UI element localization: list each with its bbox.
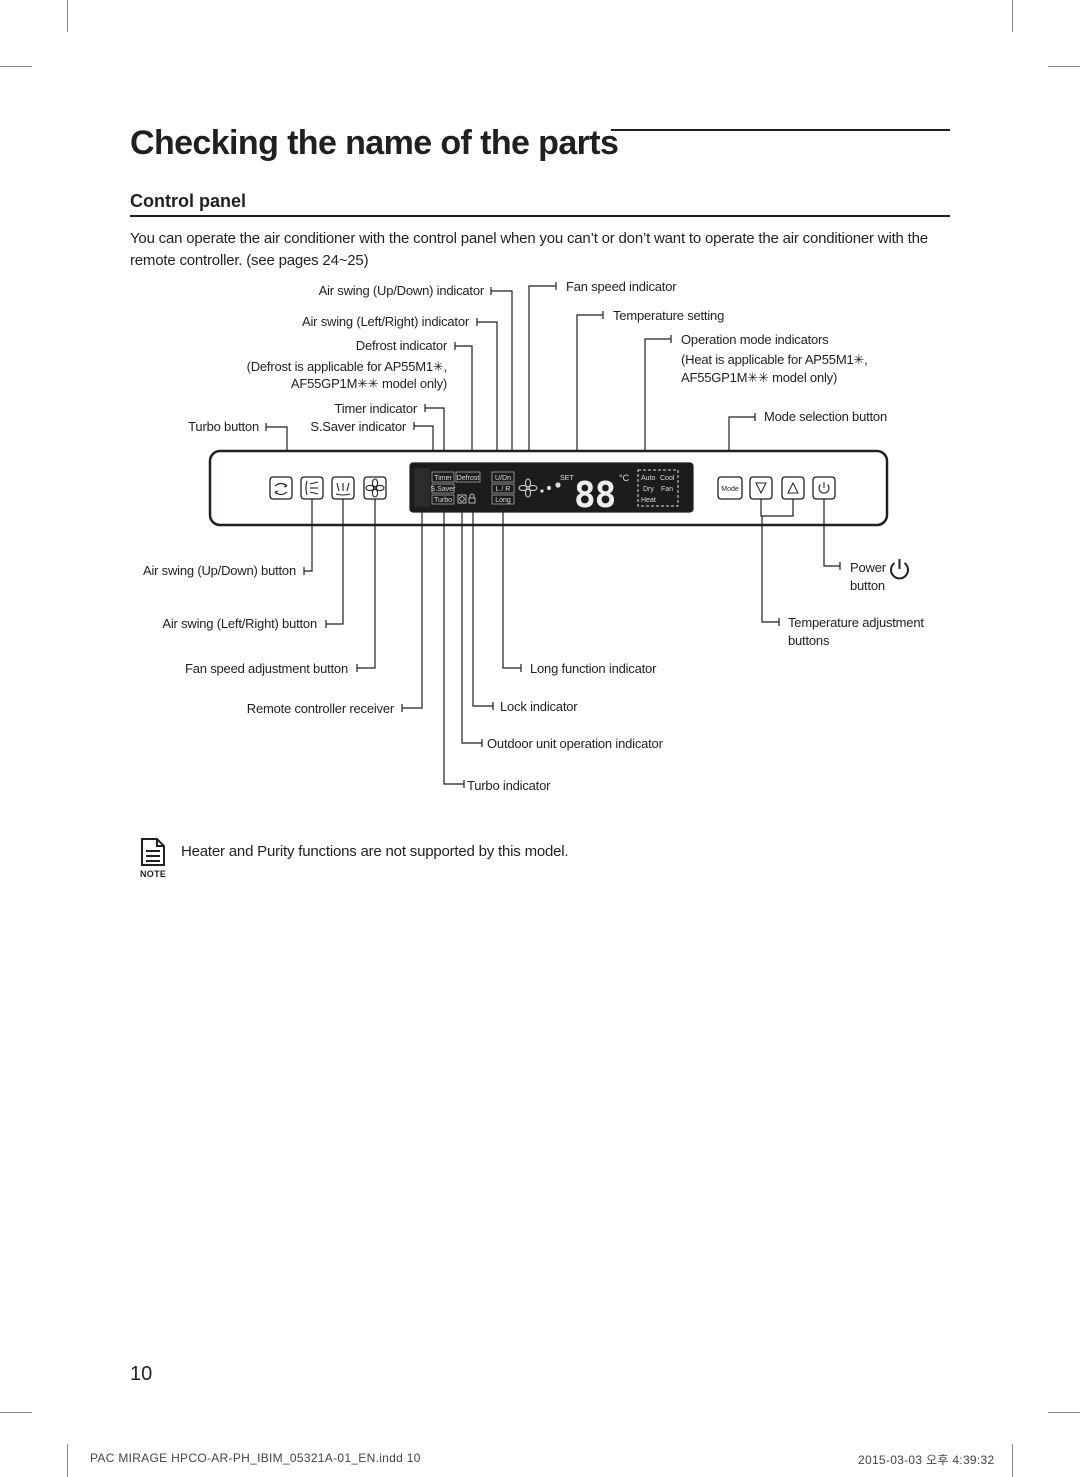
fan-speed-button[interactable] [363, 476, 387, 500]
label-heat-note: AF55GP1M✳✳ model only) [681, 370, 837, 385]
air-swing-ud-indicator: U/Dn [495, 475, 511, 482]
mode-indicator-box [637, 469, 679, 507]
display-indicators: Timer Defrost S.Saver Turbo U/Dn L / R L… [431, 469, 679, 516]
air-swing-lr-indicator: L / R [496, 486, 511, 493]
timer-indicator: Timer [434, 475, 452, 482]
label-operation-mode-indicators: Operation mode indicators [681, 332, 829, 347]
temperature-unit: °C [619, 473, 630, 483]
label-defrost-indicator: Defrost indicator [356, 338, 448, 353]
remote-receiver-window [414, 468, 430, 507]
temp-up-button[interactable] [781, 476, 805, 500]
air-swing-updown-button[interactable] [300, 476, 324, 500]
label-air-swing-ud-indicator: Air swing (Up/Down) indicator [319, 283, 485, 298]
fan-speed-dots [540, 482, 561, 493]
label-outdoor-unit-indicator: Outdoor unit operation indicator [487, 736, 664, 751]
long-indicator-box [491, 494, 515, 505]
leader-lines-bottom [303, 499, 841, 788]
mode-button[interactable]: Mode [717, 476, 743, 500]
crop-mark [1012, 1444, 1013, 1477]
power-icon [890, 559, 909, 580]
display-window [409, 462, 694, 513]
crop-mark [0, 66, 32, 67]
mode-fan-indicator: Fan [661, 486, 673, 493]
label-turbo-button: Turbo button [188, 419, 259, 434]
label-long-function-indicator: Long function indicator [530, 661, 657, 676]
label-timer-indicator: Timer indicator [335, 401, 418, 416]
label-temp-adjust-buttons: Temperature adjustment [788, 615, 924, 630]
intro-paragraph: You can operate the air conditioner with… [130, 230, 928, 269]
timer-indicator-box [431, 471, 455, 483]
crop-mark [1048, 1412, 1080, 1413]
label-fan-speed-indicator: Fan speed indicator [566, 279, 677, 294]
outdoor-unit-icon [457, 494, 467, 504]
label-turbo-indicator: Turbo indicator [467, 778, 551, 793]
label-power-button: button [850, 578, 885, 593]
title-rule [611, 129, 950, 131]
mode-dry-indicator: Dry [643, 486, 654, 493]
note-icon [141, 838, 165, 866]
page-number: 10 [130, 1363, 153, 1385]
air-swing-updown-icon [305, 480, 319, 496]
mode-auto-indicator: Auto [641, 475, 656, 482]
label-temperature-setting: Temperature setting [613, 308, 724, 323]
lr-indicator-box [491, 483, 515, 494]
ud-indicator-box [491, 471, 515, 483]
label-air-swing-ud-button: Air swing (Up/Down) button [143, 563, 296, 578]
label-lock-indicator: Lock indicator [500, 699, 578, 714]
label-mode-selection-button: Mode selection button [764, 409, 887, 424]
label-temp-adjust-buttons: buttons [788, 633, 830, 648]
mode-cool-indicator: Cool [660, 475, 675, 482]
crop-mark [67, 0, 68, 32]
power-icon [818, 482, 830, 494]
footer-file-info: PAC MIRAGE HPCO-AR-PH_IBIM_05321A-01_EN.… [90, 1451, 421, 1465]
set-indicator: SET [560, 475, 574, 482]
footer-date: 2015-03-03 오후 4:39:32 [858, 1453, 995, 1467]
turbo-indicator: Turbo [434, 497, 452, 504]
page-title: Checking the name of the parts [130, 124, 619, 162]
label-fan-speed-adjust-button: Fan speed adjustment button [185, 661, 348, 676]
label-air-swing-lr-indicator: Air swing (Left/Right) indicator [302, 314, 470, 329]
power-button[interactable] [812, 476, 836, 500]
turbo-button[interactable] [269, 476, 293, 500]
long-indicator: Long [495, 497, 511, 504]
fan-speed-indicator [518, 478, 538, 498]
label-defrost-note: (Defrost is applicable for AP55M1✳, [247, 359, 447, 374]
down-arrow-icon [755, 482, 767, 495]
fan-icon [365, 478, 385, 498]
label-heat-note: (Heat is applicable for AP55M1✳, [681, 352, 868, 367]
note-text: Heater and Purity functions are not supp… [181, 843, 569, 860]
temperature-digits: 88 [574, 475, 615, 516]
note-label: NOTE [140, 869, 167, 879]
section-rule [130, 215, 950, 217]
up-arrow-icon [787, 481, 799, 494]
label-remote-receiver: Remote controller receiver [247, 701, 395, 716]
defrost-indicator-box [455, 471, 481, 483]
crop-mark [0, 1412, 32, 1413]
turbo-icon [274, 482, 288, 496]
mode-heat-indicator: Heat [641, 497, 656, 504]
label-power-button: Power [850, 560, 887, 575]
crop-mark [1012, 0, 1013, 32]
crop-mark [1048, 66, 1080, 67]
mode-button-label: Mode [721, 486, 739, 493]
label-defrost-note: AF55GP1M✳✳ model only) [291, 376, 447, 391]
label-saver-indicator: S.Saver indicator [310, 419, 406, 434]
saver-indicator: S.Saver [431, 486, 457, 493]
turbo-indicator-box [431, 494, 455, 505]
label-air-swing-lr-button: Air swing (Left/Right) button [162, 616, 317, 631]
air-swing-leftright-button[interactable] [331, 476, 355, 500]
section-heading: Control panel [130, 191, 246, 211]
temp-down-button[interactable] [749, 476, 773, 500]
defrost-indicator: Defrost [457, 475, 480, 482]
saver-indicator-box [431, 483, 455, 494]
air-swing-leftright-icon [335, 482, 351, 496]
crop-mark [67, 1444, 68, 1477]
lock-icon [468, 493, 476, 504]
